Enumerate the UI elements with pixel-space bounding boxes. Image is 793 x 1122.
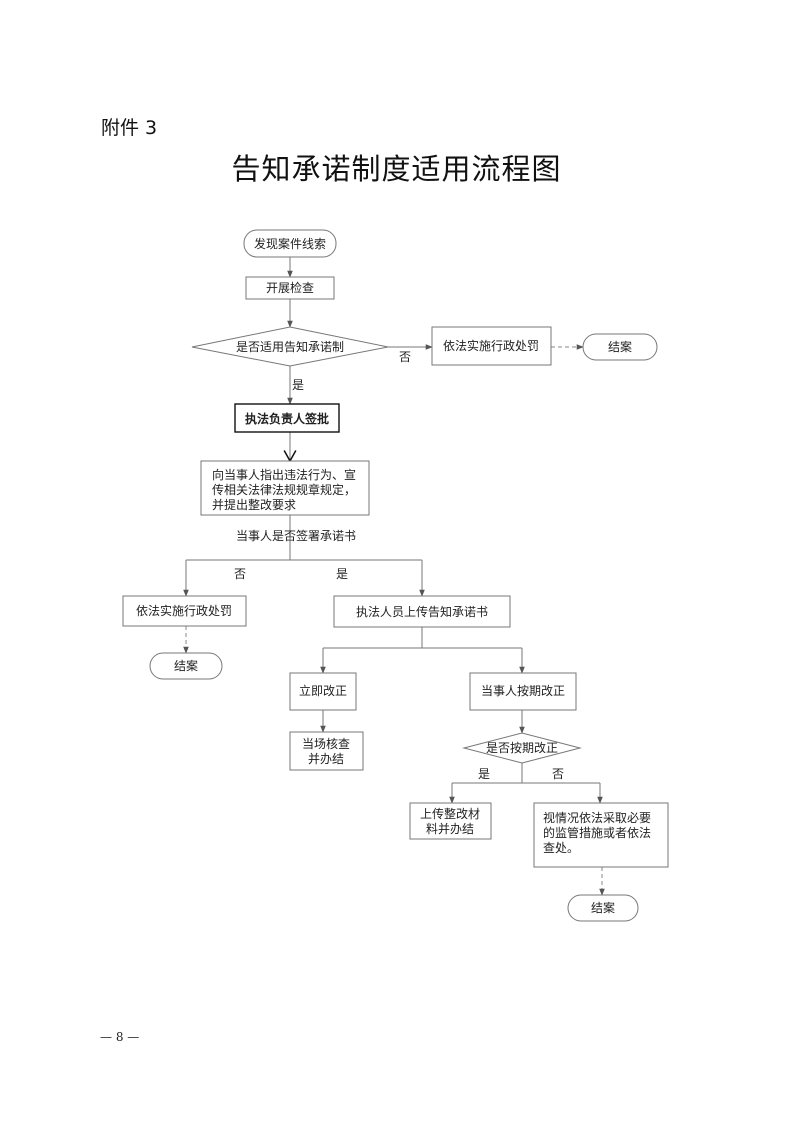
node-inspect-label: 开展检查 (266, 280, 314, 295)
node-upload-material-line1: 上传整改材 (420, 806, 480, 821)
node-upload-material: 上传整改材 料并办结 (409, 802, 492, 840)
node-end-top: 结案 (582, 333, 658, 361)
node-verify: 当场核查 并办结 (289, 731, 364, 771)
node-correct-now-label: 立即改正 (299, 683, 347, 698)
node-end-bottom-label: 结案 (591, 900, 615, 915)
node-end-top-label: 结案 (608, 339, 632, 354)
sign-question-label: 当事人是否签署承诺书 (236, 528, 356, 543)
node-measures-line2: 的监管措施或者依法 (543, 825, 651, 840)
node-penalty-top: 依法实施行政处罚 (431, 326, 552, 366)
node-start-label: 发现案件线索 (254, 236, 326, 251)
decision-deadline-label: 是否按期改正 (486, 741, 558, 755)
node-end-bottom: 结案 (567, 894, 639, 922)
attachment-label: 附件 3 (101, 117, 158, 139)
node-verify-line2: 并办结 (308, 751, 344, 766)
node-upload-letter-label: 执法人员上传告知承诺书 (356, 604, 488, 619)
node-notify-line3: 并提出整改要求 (212, 497, 296, 512)
node-inspect: 开展检查 (245, 276, 335, 300)
node-measures-line3: 查处。 (543, 841, 579, 855)
node-deadline-correct: 当事人按期改正 (469, 672, 577, 711)
decision-deadline: 是否按期改正 (462, 732, 582, 764)
page-number: — 8 — (100, 1030, 140, 1044)
edge-label-no-sign: 否 (234, 567, 246, 581)
node-end-left: 结案 (149, 652, 223, 680)
node-notify-line1: 向当事人指出违法行为、宣 (212, 467, 356, 482)
node-end-left-label: 结案 (174, 658, 198, 673)
decision-apply: 是否适用告知承诺制 (191, 326, 389, 367)
node-measures-line1: 视情况依法采取必要 (543, 810, 651, 825)
node-upload-letter: 执法人员上传告知承诺书 (333, 595, 511, 628)
node-verify-line1: 当场核查 (302, 737, 350, 751)
node-upload-material-line2: 料并办结 (426, 821, 474, 836)
node-notify: 向当事人指出违法行为、宣 传相关法律法规规章规定， 并提出整改要求 (200, 460, 370, 516)
node-start: 发现案件线索 (243, 229, 337, 258)
node-deadline-correct-label: 当事人按期改正 (481, 684, 565, 698)
node-penalty-top-label: 依法实施行政处罚 (443, 338, 539, 353)
node-correct-now: 立即改正 (289, 672, 357, 711)
edge-label-yes-apply: 是 (292, 378, 304, 392)
edge-label-no-deadline: 否 (552, 767, 564, 781)
edge-label-yes-sign: 是 (336, 567, 348, 581)
node-approve: 执法负责人签批 (234, 403, 340, 433)
decision-apply-label: 是否适用告知承诺制 (236, 340, 344, 354)
page-title: 告知承诺制度适用流程图 (231, 152, 562, 186)
edge-label-yes-deadline: 是 (478, 767, 490, 781)
node-notify-line2: 传相关法律法规规章规定， (212, 482, 356, 497)
edge-label-no-apply: 否 (399, 350, 411, 364)
node-approve-label: 执法负责人签批 (245, 411, 329, 426)
node-penalty-left-label: 依法实施行政处罚 (136, 603, 232, 618)
node-measures: 视情况依法采取必要 的监管措施或者依法 查处。 (533, 802, 669, 868)
node-penalty-left: 依法实施行政处罚 (122, 595, 247, 627)
